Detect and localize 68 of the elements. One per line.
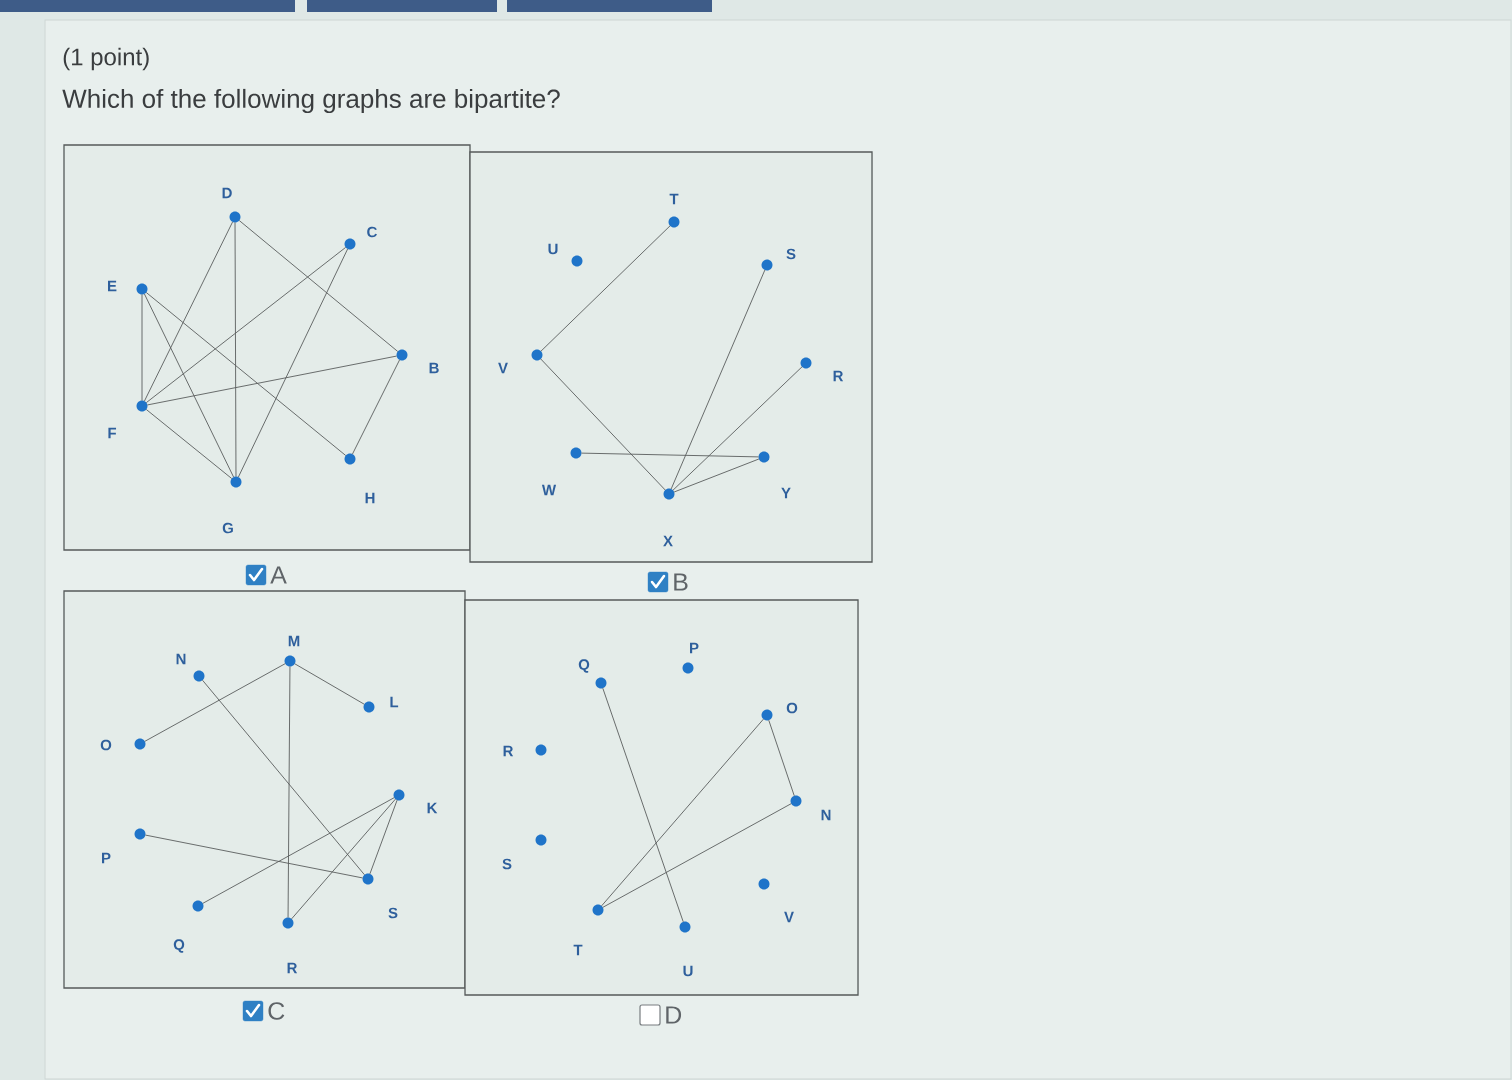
vertex-label: B [429, 362, 439, 374]
edge-line [768, 719, 795, 797]
edge-line [369, 799, 398, 875]
edge-line [672, 366, 803, 491]
edge-line [601, 718, 764, 907]
vertex-label: S [388, 907, 398, 919]
edge-line [602, 687, 684, 923]
vertex-label: P [102, 852, 111, 864]
vertex-label: G [222, 522, 233, 534]
vertex-label: V [498, 362, 508, 374]
vertex-label: O [786, 702, 798, 714]
vertex-label: K [427, 802, 438, 814]
option-label: D [666, 1006, 682, 1024]
vertex-label: U [683, 965, 693, 977]
edge-line [238, 220, 399, 352]
vertex-label: W [541, 484, 557, 496]
edge-line [540, 358, 666, 491]
vertex-label: E [108, 280, 117, 292]
edge-line [144, 834, 364, 879]
vertex-label: O [100, 739, 112, 751]
edge-line [291, 798, 396, 920]
edge-line [202, 797, 395, 904]
vertex-label: P [690, 642, 699, 654]
vertex-label: H [365, 492, 375, 504]
edge-line [294, 663, 365, 705]
vertex-label: X [663, 535, 673, 547]
question-text: (1 point) [63, 47, 149, 71]
edge-line [602, 803, 792, 908]
vertex-label: Q [578, 659, 590, 673]
edge-line [144, 663, 286, 742]
edge-line [141, 294, 143, 401]
vertex-label: S [502, 858, 512, 870]
option-label: B [674, 573, 688, 591]
edge-line [145, 292, 347, 456]
edge-line [673, 458, 760, 493]
edge-line [202, 679, 365, 876]
vertex-label: L [390, 696, 399, 708]
vertex-label: N [176, 653, 186, 665]
vertex-label: F [108, 427, 117, 439]
option-label: A [270, 566, 287, 584]
vertex-label: D [222, 187, 232, 199]
vertex-label: S [786, 248, 796, 260]
vertex-label: U [548, 243, 558, 255]
vertex-label: Q [173, 939, 185, 953]
edge-line [144, 221, 234, 402]
vertex-label: V [784, 911, 794, 923]
vertex-label: C [367, 226, 377, 238]
vertex-label: T [669, 193, 679, 205]
vertex-label: R [287, 962, 298, 974]
question-text: Which of the following graphs are bipartite? [62, 88, 560, 114]
edge-line [540, 225, 671, 352]
edge-line [143, 293, 235, 478]
vertex-label: R [833, 370, 844, 382]
edge-line [146, 355, 398, 406]
vertex-label: T [573, 944, 583, 956]
vertex-label: Y [781, 487, 791, 499]
edge-line [352, 359, 400, 455]
vertex-label: N [821, 809, 831, 821]
vertex-label: R [503, 745, 514, 757]
edge-line [145, 246, 347, 404]
vertex-label: M [288, 635, 300, 647]
edge-line [581, 452, 759, 458]
edge-line [234, 222, 237, 477]
edge-line [145, 409, 233, 479]
edge-line [287, 666, 291, 918]
edge-line [237, 248, 349, 478]
option-label: C [268, 1002, 285, 1020]
edge-line [670, 269, 766, 490]
